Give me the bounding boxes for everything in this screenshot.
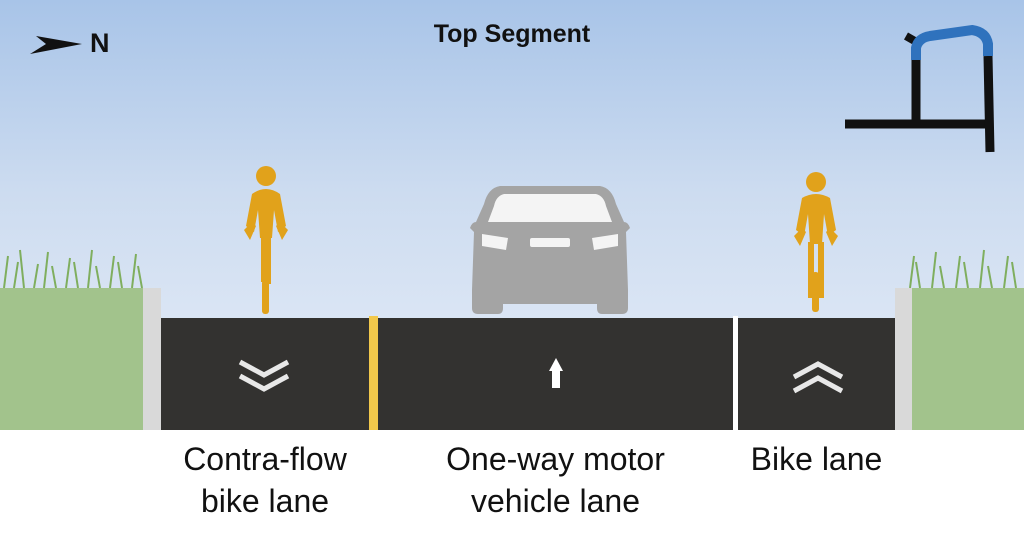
north-label: N (90, 28, 110, 58)
chevron-up-icon (792, 361, 844, 394)
grass-blades-left (3, 249, 143, 289)
lane-label-motor-vehicle: One-way motor vehicle lane (446, 441, 665, 519)
lane-label-bike-lane: Bike lane (750, 441, 883, 477)
locator-map-icon (845, 24, 995, 153)
car-icon (470, 186, 630, 314)
chevron-down-icon (238, 359, 290, 392)
curb-left (143, 288, 161, 430)
cyclist-right-icon (794, 172, 838, 312)
grass-blades-right (909, 249, 1017, 289)
arrow-up-icon (549, 358, 563, 388)
diagram-title: Top Segment (433, 20, 591, 48)
curb-right (895, 288, 912, 430)
lane-label-contra-flow: Contra-flow bike lane (183, 441, 347, 519)
cyclist-left-icon (244, 166, 288, 314)
grass-right (912, 288, 1024, 430)
yellow-center-line (369, 316, 378, 430)
roadway (161, 318, 895, 430)
grass-left (0, 288, 143, 430)
north-arrow-icon (30, 36, 82, 54)
white-lane-line (733, 316, 738, 430)
